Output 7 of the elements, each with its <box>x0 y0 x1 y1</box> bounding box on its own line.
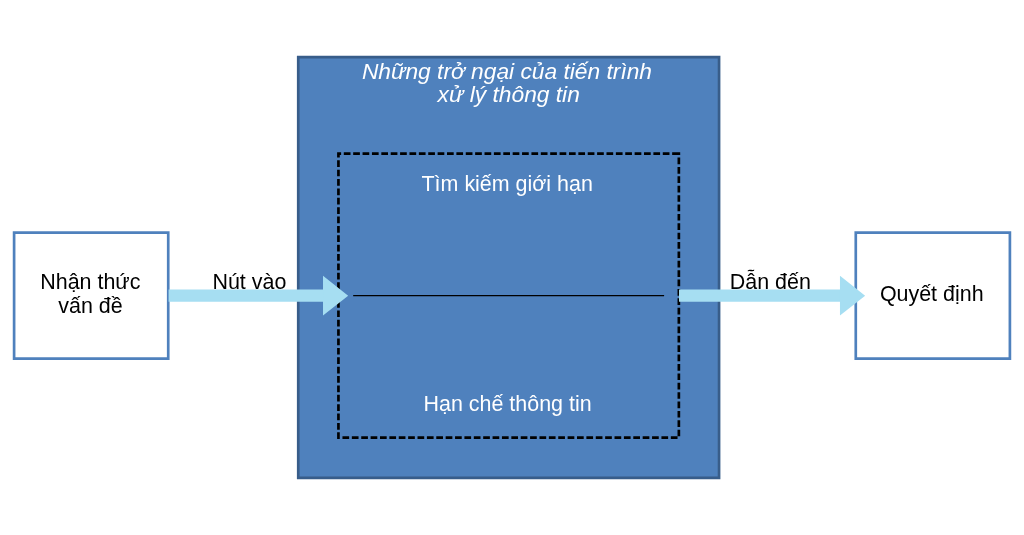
arrow <box>679 275 866 316</box>
node-box: Nhận thức vấn đề <box>12 231 170 360</box>
edge-label: Dẫn đến <box>729 269 811 294</box>
node-box: Quyết định <box>854 231 1012 360</box>
node-box: Tìm kiếm giới hạn Hạn chế thông tin <box>337 152 681 440</box>
arrow <box>168 275 349 316</box>
edge-label: Nút vào <box>212 269 287 294</box>
